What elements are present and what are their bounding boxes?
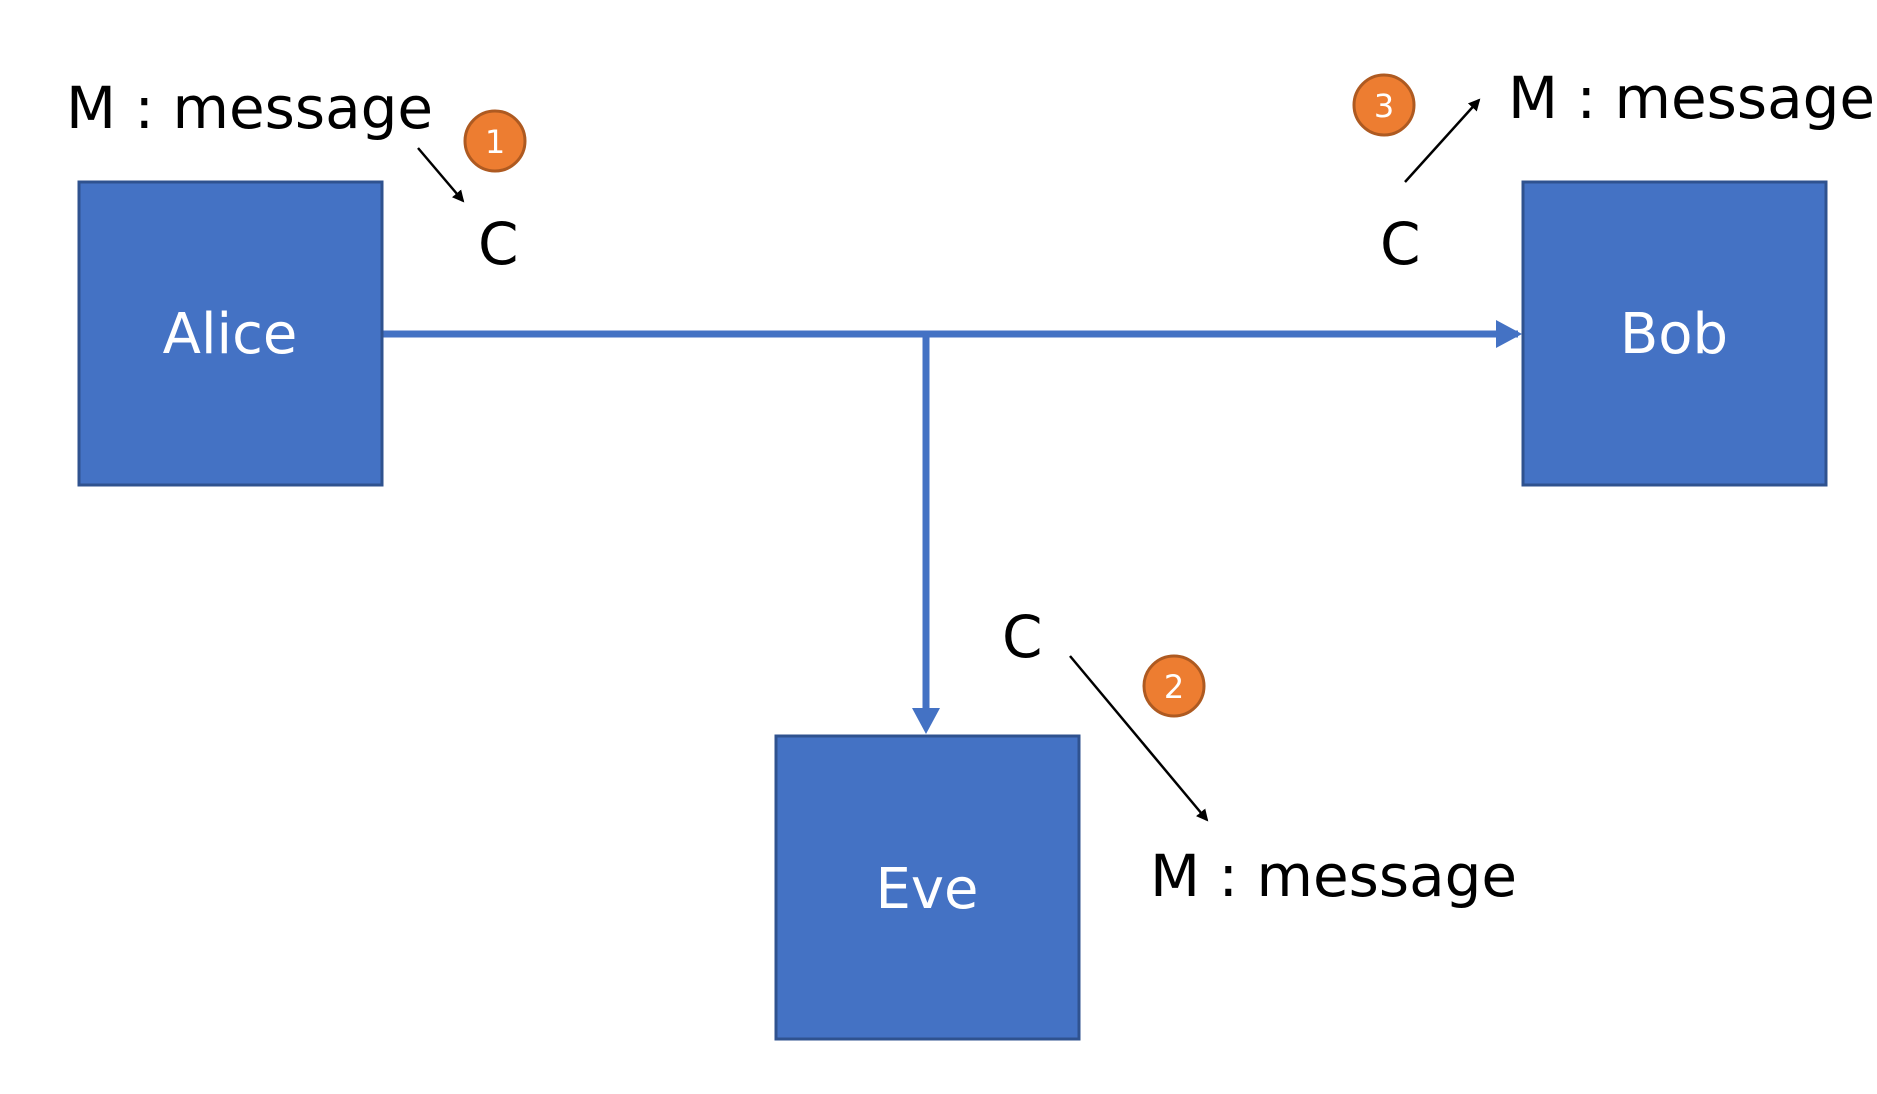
node-bob: Bob	[1521, 180, 1828, 487]
node-alice: Alice	[77, 180, 384, 487]
step-1-arrow	[417, 147, 465, 203]
eve-arrowhead	[912, 708, 940, 734]
bob-box	[1521, 180, 1828, 487]
step-3-cipher-text: C	[1380, 210, 1421, 278]
step-1: M : message C 1	[66, 74, 527, 278]
step-2-arrow	[1069, 655, 1209, 822]
step-3-badge	[1352, 73, 1416, 137]
step-3-message-text: M : message	[1508, 64, 1875, 132]
step-2-cipher-text: C	[1002, 603, 1043, 671]
alice-box	[77, 180, 384, 487]
step-1-message-text: M : message	[66, 74, 433, 142]
bob-arrowhead	[1496, 320, 1522, 348]
step-2: C 2 M : message	[1002, 603, 1517, 910]
step-2-message-text: M : message	[1150, 842, 1517, 910]
node-eve: Eve	[774, 734, 1081, 1041]
step-3-badge-label: 3	[1374, 87, 1394, 125]
bob-label: Bob	[1620, 302, 1728, 367]
step-1-badge-label: 1	[485, 123, 505, 161]
eve-box	[774, 734, 1081, 1041]
step-2-badge-label: 2	[1164, 668, 1184, 706]
eve-label: Eve	[876, 857, 979, 922]
step-1-badge	[463, 109, 527, 173]
step-3: 3 M : message C	[1352, 64, 1875, 278]
step-3-arrow	[1404, 98, 1481, 183]
step-1-cipher-text: C	[478, 210, 519, 278]
channel-lines	[382, 320, 1522, 734]
step-2-badge	[1142, 654, 1206, 718]
alice-label: Alice	[163, 302, 298, 367]
